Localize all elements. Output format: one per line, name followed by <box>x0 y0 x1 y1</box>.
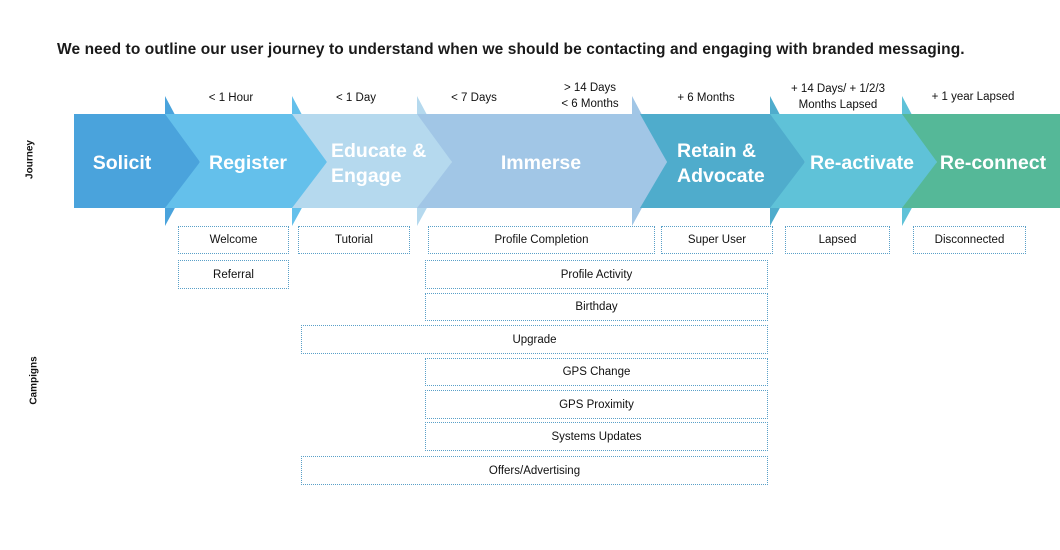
timing-educate-line: < 1 Day <box>336 92 376 104</box>
timing-educate: < 1 Day <box>336 90 376 106</box>
stage-label-educate-line-2: Engage <box>331 165 402 187</box>
timing-immerse-line: < 7 Days <box>451 92 497 104</box>
timing-immerse: < 7 Days <box>451 90 497 106</box>
timing-immerse-late: > 14 Days < 6 Months <box>561 80 618 112</box>
timing-reconnect-line: + 1 year Lapsed <box>931 91 1015 103</box>
timing-reactivate-line-2: Months Lapsed <box>798 99 878 111</box>
campaign-referral: Referral <box>178 260 289 289</box>
arrow-reconnect <box>902 114 1060 208</box>
arrow-solicit <box>74 96 200 226</box>
stage-label-immerse: Immerse <box>501 152 581 174</box>
timing-immerse-late-line-2: < 6 Months <box>561 98 619 110</box>
campaign-gps-proximity: GPS Proximity <box>425 390 768 419</box>
campaign-profile-activity: Profile Activity <box>425 260 768 289</box>
arrow-immerse <box>417 96 667 226</box>
arrow-educate <box>292 96 452 226</box>
stage-label-reconnect: Re-connect <box>940 152 1047 174</box>
timing-register: < 1 Hour <box>209 90 253 106</box>
stage-label-educate-line-1: Educate & <box>331 140 426 162</box>
campaign-disconnected: Disconnected <box>913 226 1026 254</box>
page-heading: We need to outline our user journey to u… <box>57 41 965 58</box>
arrow-register <box>165 96 327 226</box>
timing-reactivate-line-1: + 14 Days/ + 1/2/3 <box>791 83 885 95</box>
campaign-tutorial: Tutorial <box>298 226 410 254</box>
timing-register-line: < 1 Hour <box>208 92 254 104</box>
campaign-systems-updates: Systems Updates <box>425 422 768 451</box>
arrow-reactivate <box>770 96 937 226</box>
campaign-lapsed: Lapsed <box>785 226 890 254</box>
timing-retain-line: + 6 Months <box>677 92 735 104</box>
arrow-retain <box>640 96 805 226</box>
stage-label-retain-line-1: Retain & <box>677 140 756 162</box>
campaign-upgrade: Upgrade <box>301 325 768 354</box>
timing-immerse-late-line-1: > 14 Days <box>563 82 617 94</box>
stage-label-reactivate: Re-activate <box>810 152 914 174</box>
stage-label-retain-line-2: Advocate <box>677 165 765 187</box>
timing-reactivate: + 14 Days/ + 1/2/3 Months Lapsed <box>791 81 885 113</box>
campaign-offers-advertising: Offers/Advertising <box>301 456 768 485</box>
campaign-profile-completion: Profile Completion <box>428 226 655 254</box>
stage-label-solicit: Solicit <box>93 152 152 174</box>
timing-retain: + 6 Months <box>677 90 734 106</box>
campaign-welcome: Welcome <box>178 226 289 254</box>
campaign-super-user: Super User <box>661 226 773 254</box>
campaign-birthday: Birthday <box>425 293 768 321</box>
stage-label-register: Register <box>209 152 287 174</box>
timing-reconnect: + 1 year Lapsed <box>932 89 1015 105</box>
campaign-gps-change: GPS Change <box>425 358 768 386</box>
